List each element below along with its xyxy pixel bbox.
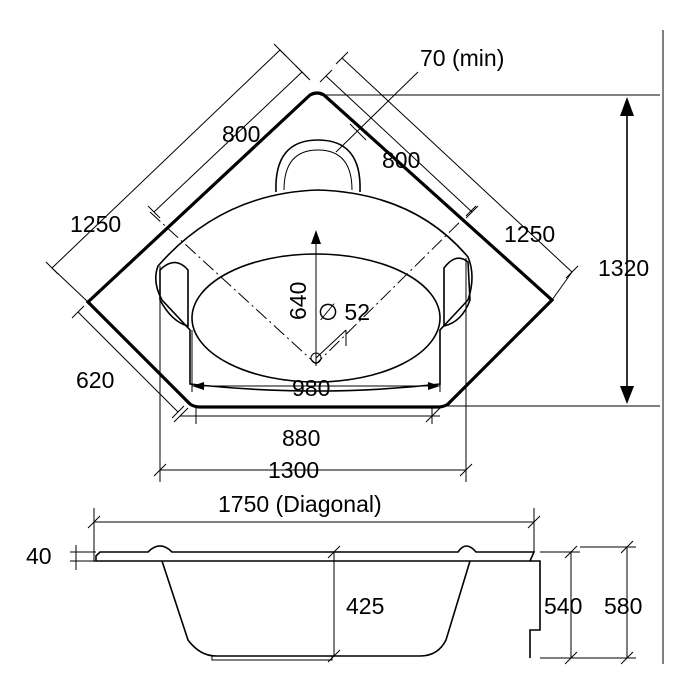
label-panel-height: 540: [544, 593, 582, 619]
side-rim: [95, 545, 536, 562]
label-inner-height: 425: [346, 593, 384, 619]
dim-880-tick-right: [425, 407, 441, 423]
dim-diagonal-tick-right: [527, 515, 541, 529]
dim-1320-arrow-top: [620, 97, 634, 116]
dim-1250-right-tick-a: [335, 51, 349, 65]
dim-1300-tick-right: [459, 463, 473, 477]
dim-980-arrow-right: [428, 382, 440, 390]
dim-425-tick-top: [327, 545, 341, 559]
min-gap-tick: [349, 123, 367, 141]
left-armrest: [159, 261, 189, 328]
dim-620-tick-b: [171, 405, 185, 419]
side-panel: [529, 560, 541, 658]
dim-800-right-tick-a: [319, 69, 333, 83]
label-depth: 1320: [598, 255, 649, 281]
label-outer-left: 1250: [70, 211, 121, 237]
drain-leader: [315, 329, 347, 359]
label-outer-right: 1250: [504, 221, 555, 247]
label-total-width: 1300: [268, 457, 319, 483]
dim-800-right-tick-b: [465, 205, 479, 219]
tub-rim-outline: [154, 189, 473, 392]
dim-1250-right-ext: [551, 271, 573, 301]
dim-800-right-line: [325, 75, 473, 213]
dim-1250-left-ext-b: [51, 267, 89, 303]
label-inner-depth: 640: [285, 282, 311, 320]
label-diagonal: 1750 (Diagonal): [218, 491, 382, 517]
headrest: [275, 139, 361, 193]
label-rim: 40: [26, 543, 52, 569]
label-side-left: 800: [222, 121, 260, 147]
dim-800-left-line: [153, 71, 303, 213]
label-total-height: 580: [604, 593, 642, 619]
dim-580-tick-top: [620, 540, 634, 554]
dim-580-tick-bottom: [620, 651, 634, 665]
dim-620-line: [77, 311, 179, 413]
side-view: 1750 (Diagonal) 40 425 540 580: [26, 491, 642, 665]
drain-circle: [310, 352, 322, 364]
dim-640-arrow: [311, 230, 321, 244]
label-drain: ∅ 52: [318, 299, 370, 325]
dim-1300-tick-left: [153, 463, 167, 477]
min-gap-leader: [335, 71, 419, 153]
label-front-width: 880: [282, 425, 320, 451]
label-side-right: 800: [382, 147, 420, 173]
dim-980-arrow-left: [192, 382, 204, 390]
top-view: 70 (min) 800 800 1250 1250 1320 640 ∅ 52…: [45, 43, 660, 483]
dim-diagonal-tick-left: [87, 515, 101, 529]
dim-1320-arrow-bottom: [620, 386, 634, 404]
dim-540-tick-bottom: [564, 651, 578, 665]
dim-1250-left-line: [51, 49, 281, 269]
headrest-inner: [283, 149, 353, 191]
label-inner-width: 980: [292, 375, 330, 401]
centerline-right: [315, 205, 477, 365]
label-front-edge: 620: [76, 367, 114, 393]
dim-540-tick-top: [564, 545, 578, 559]
centerline-left: [149, 211, 317, 365]
dim-620-tick-a: [71, 305, 85, 319]
dim-880-tick-left: [173, 407, 189, 423]
dim-800-left-tick-b: [295, 65, 309, 79]
side-tub-body: [161, 560, 471, 657]
dim-800-left-tick-a: [147, 205, 161, 219]
dim-425-tick-bottom: [327, 649, 341, 663]
label-min-gap: 70 (min): [420, 45, 504, 71]
dim-1250-right-line: [341, 57, 573, 273]
